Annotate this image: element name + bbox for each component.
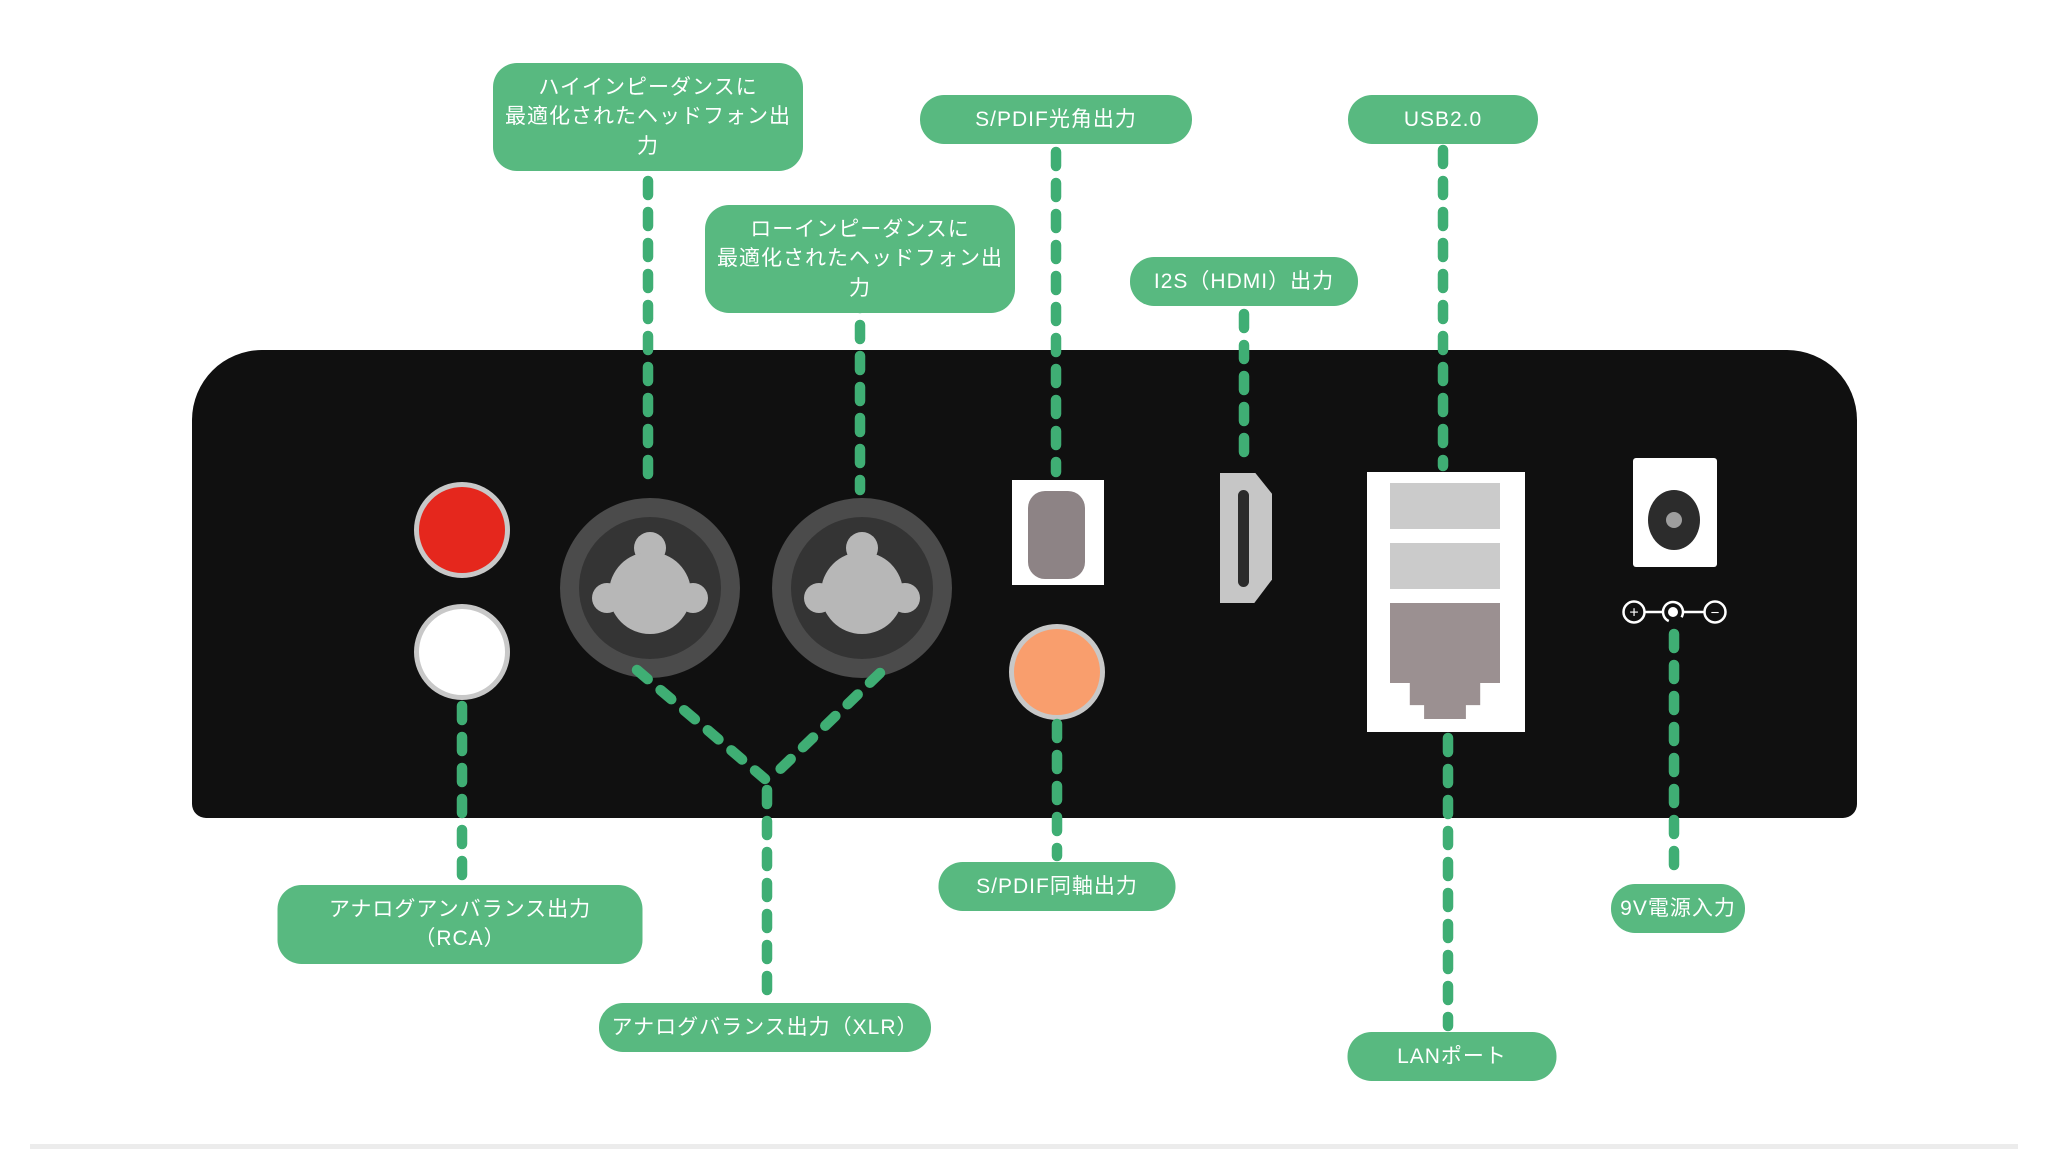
usb-port-bottom: [1390, 543, 1500, 589]
label-spdif-optical-output: S/PDIF光角出力: [920, 95, 1192, 145]
xlr-pins-icon: [592, 532, 708, 634]
xlr-jack-left: [560, 498, 740, 678]
dc-power-jack: [1633, 458, 1717, 567]
polarity-plus: +: [1629, 605, 1638, 622]
i2s-hdmi-port: [1220, 473, 1272, 603]
toslink-shutter: [1028, 491, 1085, 579]
xlr-jack-right: [772, 498, 952, 678]
label-analog-unbalanced-rca: アナログアンバランス出力（RCA）: [277, 885, 643, 964]
toslink-optical-port: [1012, 480, 1104, 585]
label-lan-port: LANポート: [1347, 1032, 1557, 1082]
dc-barrel-icon: [1648, 490, 1700, 550]
usb-port-top: [1390, 483, 1500, 529]
rca-white-jack: [414, 604, 510, 700]
polarity-minus: −: [1711, 605, 1720, 622]
usb-lan-combo-port: [1367, 472, 1525, 732]
label-spdif-coaxial-output: S/PDIF同軸出力: [938, 862, 1176, 912]
label-headphone-low-impedance: ローインピーダンスに 最適化されたヘッドフォン出力: [705, 205, 1015, 314]
dc-polarity-symbol: + −: [1622, 600, 1727, 624]
lan-rj45-port: [1390, 603, 1500, 719]
bottom-divider: [30, 1144, 2018, 1149]
hdmi-slot: [1238, 490, 1249, 587]
label-9v-power-input: 9V電源入力: [1611, 884, 1745, 934]
rca-red-jack: [414, 482, 510, 578]
coaxial-spdif-jack: [1009, 624, 1105, 720]
label-analog-balanced-xlr: アナログバランス出力（XLR）: [599, 1003, 931, 1053]
label-i2s-hdmi-output: I2S（HDMI）出力: [1130, 257, 1358, 307]
label-headphone-high-impedance: ハイインピーダンスに 最適化されたヘッドフォン出力: [493, 63, 803, 172]
xlr-pins-icon: [804, 532, 920, 634]
label-usb: USB2.0: [1348, 95, 1538, 145]
